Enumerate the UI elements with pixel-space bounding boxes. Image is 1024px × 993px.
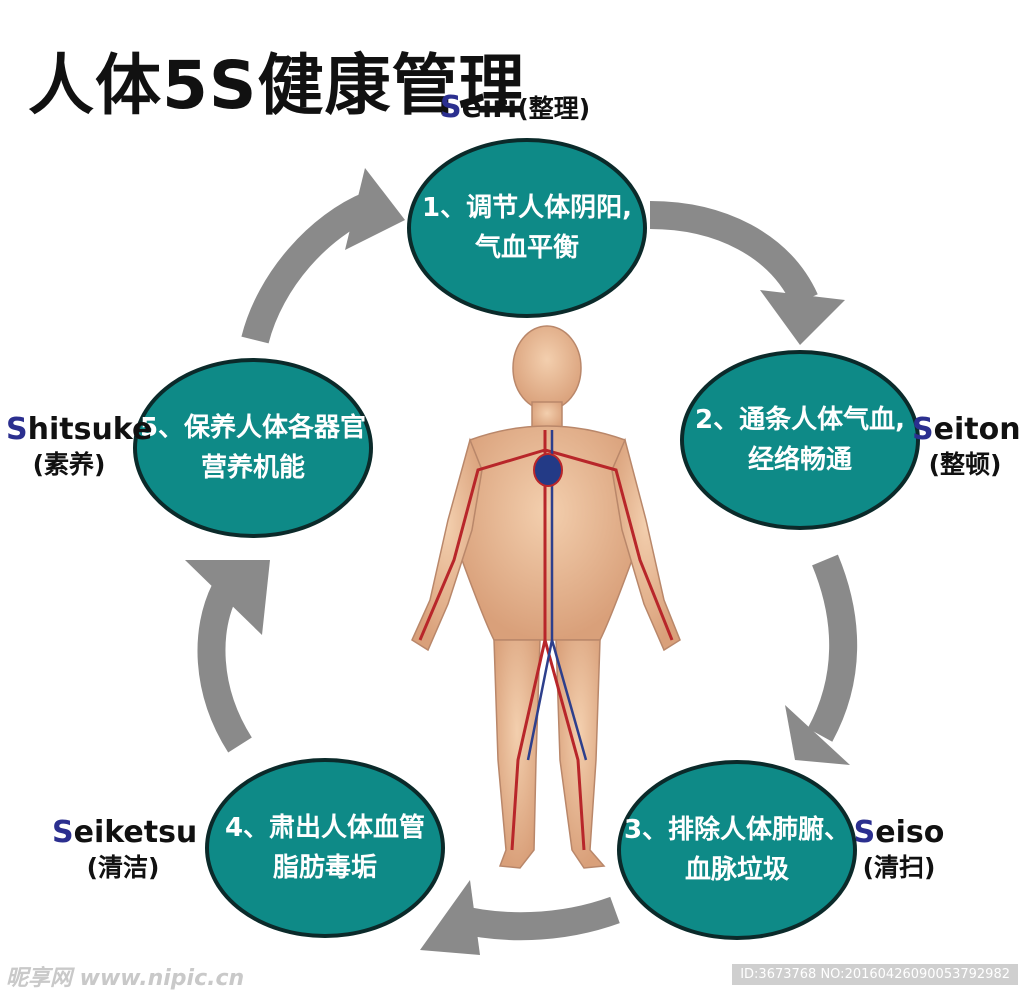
cycle-arrow-icon [185,560,270,753]
step-label-seiso: Seiso (清扫) [852,815,946,885]
label-english: eiketsu [73,815,198,850]
step-text-line1: 4、肃出人体血管 [224,813,426,843]
step-text-line2: 营养机能 [200,453,305,483]
label-initial: S [853,815,876,850]
label-chinese: (素养) [32,450,106,479]
page-title: 人体5S健康管理 [28,47,526,124]
label-initial: S [912,412,934,447]
cycle-arrow-icon [785,554,858,765]
watermark-left: 昵享网 www.nipic.cn [6,966,245,991]
step-circle-2: 2、通条人体气血, 经络畅通 [680,350,920,530]
step-circle-3: 3、排除人体肺腑、 血脉垃圾 [617,760,857,940]
step-label-seiton: Seiton (整顿) [912,412,1021,482]
label-english: eiton [933,412,1021,447]
label-chinese: (整理) [517,94,591,123]
step-text-line2: 血脉垃圾 [684,855,789,885]
step-text-line2: 气血平衡 [474,233,579,263]
step-circle-1: 1、调节人体阴阳, 气血平衡 [407,138,647,318]
step-text-line1: 2、通条人体气血, [695,405,905,435]
human-anatomy-figure [411,325,681,869]
label-english: hitsuke [27,412,153,447]
label-initial: S [440,90,462,125]
step-circle-4: 4、肃出人体血管 脂肪毒垢 [205,758,445,938]
label-english: eiso [875,815,945,850]
step-text-line1: 1、调节人体阴阳, [422,193,632,223]
cycle-arrow-icon [241,168,405,344]
label-english: eiri [461,90,518,125]
label-chinese: (清扫) [862,853,936,882]
step-label-shitsuke: Shitsuke (素养) [6,412,152,482]
step-text-line2: 经络畅通 [747,445,852,475]
label-chinese: (清洁) [86,853,160,882]
label-chinese: (整顿) [928,450,1002,479]
step-circle-5: 5、保养人体各器官 营养机能 [133,358,373,538]
watermark-right: ID:3673768 NO:20160426090053792982 [732,964,1018,985]
step-label-seiketsu: Seiketsu (清洁) [52,815,197,885]
label-initial: S [6,412,28,447]
label-initial: S [52,815,74,850]
step-text-line2: 脂肪毒垢 [272,853,377,883]
step-text-line1: 3、排除人体肺腑、 [623,815,851,845]
cycle-arrow-icon [649,201,845,345]
cycle-arrow-icon [420,880,620,955]
step-text-line1: 5、保养人体各器官 [139,413,367,443]
step-label-seiri: Seiri(整理) [440,90,590,127]
